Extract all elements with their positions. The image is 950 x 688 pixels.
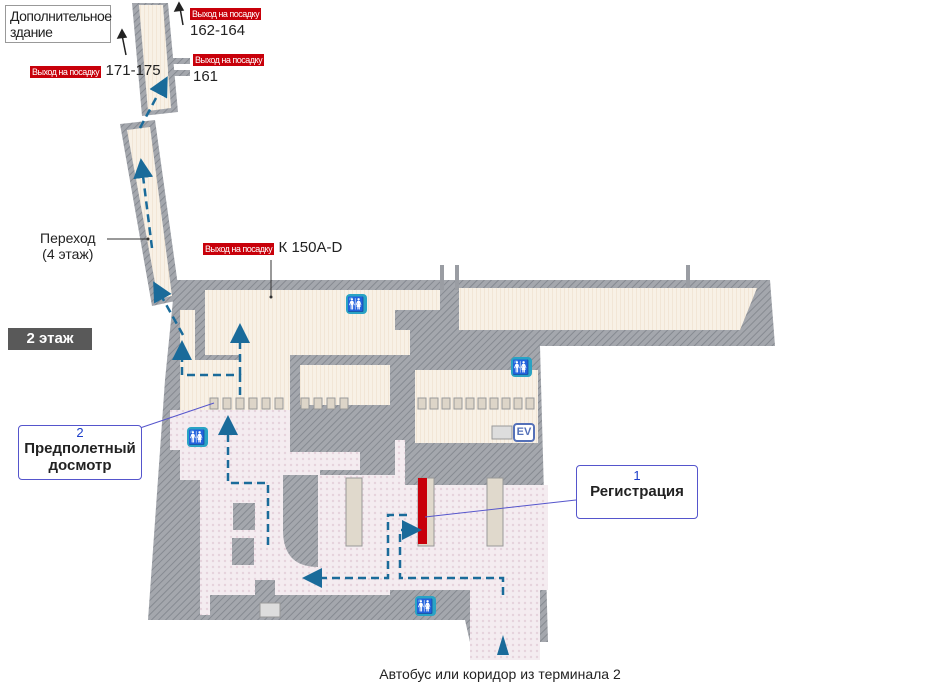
- passage-label: Переход (4 этаж): [40, 230, 96, 262]
- callout-number: 2: [76, 425, 84, 440]
- passage-label-line2: (4 этаж): [42, 246, 94, 262]
- gate-number: 171-175: [105, 62, 161, 79]
- gate-150: Выход на посадку К 150A-D: [203, 239, 342, 257]
- floor-badge: 2 этаж: [8, 328, 92, 350]
- svg-text:🚻: 🚻: [347, 296, 364, 313]
- gate-tag: Выход на посадку: [30, 66, 102, 78]
- passage-label-line1: Переход: [40, 230, 96, 246]
- elevator-icon: EV: [516, 426, 532, 438]
- callout-label-line2: досмотр: [48, 457, 112, 474]
- svg-text:🚻: 🚻: [512, 359, 529, 376]
- entrance-label: Автобус или коридор из терминала 2: [379, 666, 621, 682]
- checkin-counters: [345, 477, 504, 547]
- callout-number: 1: [633, 468, 641, 483]
- gate-number: 161: [193, 68, 219, 85]
- annex-building-label: Дополнительное здание: [5, 5, 112, 43]
- gate-161: Выход на посадку 161: [193, 50, 265, 86]
- route-arrows: [133, 76, 505, 595]
- gate-tag: Выход на посадку: [203, 243, 275, 255]
- callout-security: 2 Предполетный досмотр: [18, 425, 142, 480]
- gate-tag: Выход на посадку: [193, 54, 265, 66]
- svg-text:🚻: 🚻: [416, 598, 433, 615]
- callout-checkin: 1 Регистрация: [576, 465, 698, 519]
- gate-number: 162-164: [190, 22, 246, 39]
- security-lanes: [209, 397, 535, 410]
- gate-162-164: Выход на посадку 162-164: [190, 4, 262, 40]
- callout-label-line1: Предполетный: [24, 440, 136, 457]
- restroom-icons: 🚻 🚻 🚻 🚻: [187, 294, 532, 616]
- svg-text:🚻: 🚻: [188, 429, 205, 446]
- gate-number: К 150A-D: [278, 239, 343, 256]
- gate-tag: Выход на посадку: [190, 8, 262, 20]
- passage-corridor: [120, 3, 190, 306]
- callout-label: Регистрация: [590, 483, 684, 500]
- gate-171-175: Выход на посадку 171-175: [30, 62, 161, 80]
